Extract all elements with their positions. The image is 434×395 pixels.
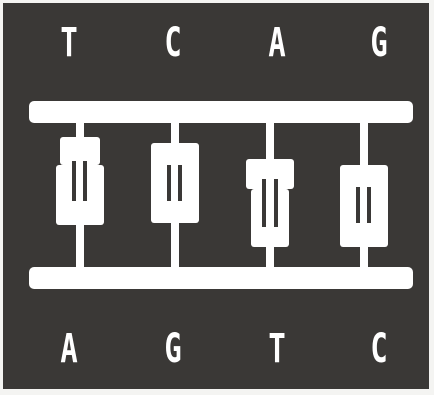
base-pair-1-lower-stem	[76, 225, 84, 267]
base-pair-3-notch	[262, 179, 266, 227]
base-pair-1-lower-piece	[56, 165, 104, 225]
base-pair-2	[151, 123, 199, 267]
bottom-base-2: G	[164, 326, 182, 372]
base-pair-2-box	[151, 143, 199, 223]
base-pair-2-notch	[178, 165, 182, 201]
base-pair-4-lower-stem	[360, 247, 368, 267]
top-base-2: C	[164, 20, 182, 66]
top-backbone	[29, 101, 413, 123]
bottom-base-4: C	[370, 326, 388, 372]
top-base-1: T	[60, 20, 78, 66]
top-strand-letters: T C A G	[3, 15, 429, 75]
base-pair-4-box	[340, 165, 388, 247]
base-pair-1-upper-stem	[76, 123, 84, 137]
base-pair-1	[56, 123, 104, 267]
base-pair-2-lower-stem	[171, 223, 179, 267]
bottom-base-3: T	[268, 326, 286, 372]
base-pair-3-notch	[274, 179, 278, 227]
base-pair-2-upper-stem	[171, 123, 179, 143]
dna-ladder-graphic	[29, 101, 413, 289]
base-pair-4-notch	[367, 187, 371, 223]
base-pair-2-notch	[167, 165, 171, 201]
base-pair-1-notch	[72, 161, 76, 201]
bottom-base-1: A	[60, 326, 78, 372]
base-pair-1-upper-piece	[60, 137, 100, 165]
bottom-strand-letters: A G T C	[3, 321, 429, 381]
base-pair-3-upper-stem	[266, 123, 274, 159]
base-pair-3-lower-stem	[266, 247, 274, 267]
base-pair-4	[340, 123, 388, 267]
bottom-backbone	[29, 267, 413, 289]
top-base-4: G	[370, 20, 388, 66]
base-pair-1-notch	[83, 161, 87, 201]
base-pair-4-notch	[356, 187, 360, 223]
base-pair-3	[246, 123, 294, 267]
dna-diagram-frame: T C A G	[3, 3, 429, 389]
base-pair-3-lower-piece	[251, 189, 289, 247]
top-base-3: A	[268, 20, 286, 66]
base-pair-3-upper-piece	[246, 159, 294, 189]
base-pair-4-upper-stem	[360, 123, 368, 165]
